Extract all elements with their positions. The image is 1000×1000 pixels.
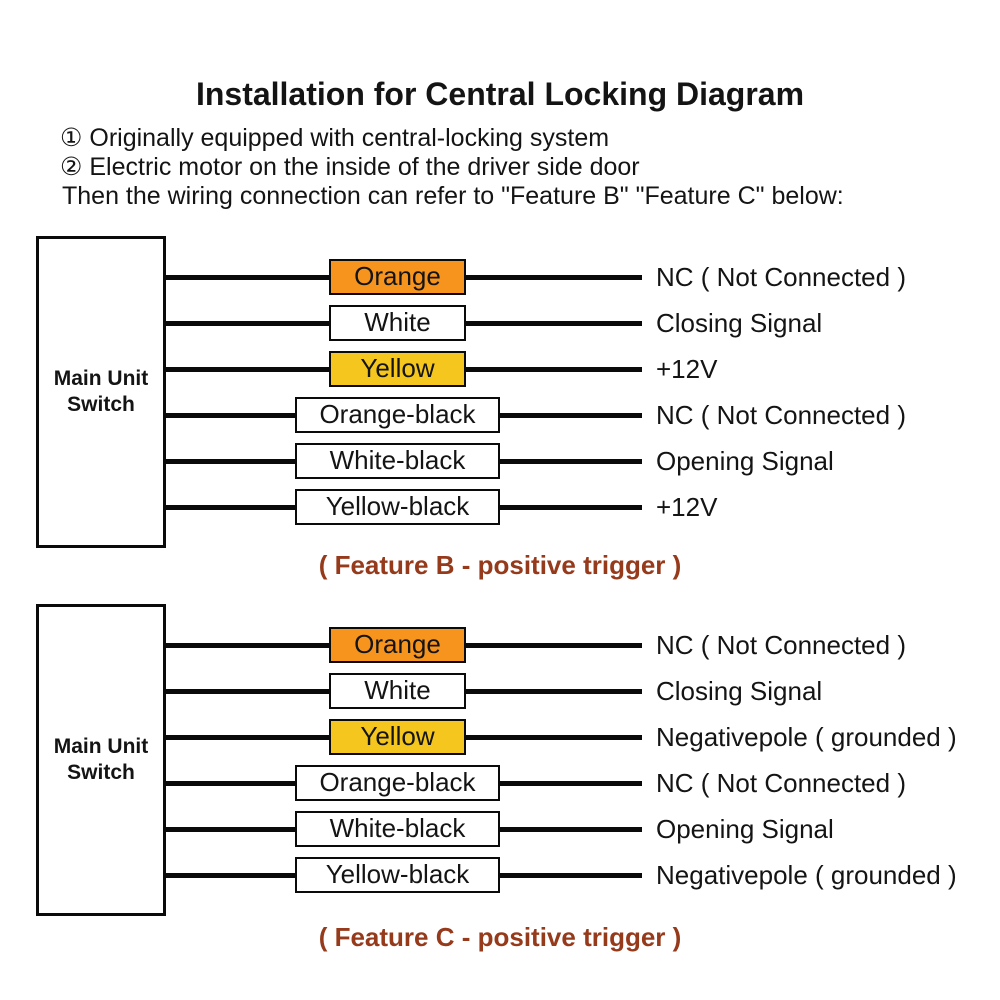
page-title: Installation for Central Locking Diagram <box>195 76 805 112</box>
wire-row-orange-black: Orange-black NC ( Not Connected ) <box>0 392 1000 438</box>
wire-line <box>498 504 642 510</box>
wire-row-yellow: Yellow Negativepole ( grounded ) <box>0 714 1000 760</box>
wire-color-label: White <box>329 305 466 341</box>
wire-line <box>166 826 297 832</box>
wire-line <box>498 780 642 786</box>
wire-line <box>464 734 642 740</box>
signal-description: NC ( Not Connected ) <box>656 262 906 292</box>
signal-description: Opening Signal <box>656 446 834 476</box>
wire-color-label: White <box>329 673 466 709</box>
main-unit-switch-box: Main Unit Switch <box>36 604 166 916</box>
wire-line <box>464 642 642 648</box>
note-1-text: Originally equipped with central-locking… <box>82 124 610 152</box>
wire-color-label: Yellow <box>329 351 466 387</box>
wire-line <box>166 458 297 464</box>
wire-row-orange: Orange NC ( Not Connected ) <box>0 254 1000 300</box>
signal-description: Negativepole ( grounded ) <box>656 860 957 890</box>
main-unit-switch-box: Main Unit Switch <box>36 236 166 548</box>
wire-line <box>166 734 331 740</box>
wire-line <box>464 366 642 372</box>
feature-c-caption: ( Feature C - positive trigger ) <box>318 922 682 952</box>
wire-color-label: White-black <box>295 443 500 479</box>
signal-description: +12V <box>656 354 718 384</box>
wire-line <box>498 826 642 832</box>
wire-row-yellow: Yellow +12V <box>0 346 1000 392</box>
signal-description: NC ( Not Connected ) <box>656 400 906 430</box>
signal-description: NC ( Not Connected ) <box>656 630 906 660</box>
wire-color-label: Orange-black <box>295 765 500 801</box>
wire-line <box>166 872 297 878</box>
intro-line: Then the wiring connection can refer to … <box>62 182 844 210</box>
main-unit-switch-label: Main Unit Switch <box>53 367 149 416</box>
circled-2-bullet: ② <box>60 153 83 181</box>
wire-line <box>464 688 642 694</box>
wire-line <box>166 780 297 786</box>
wire-color-label: Orange <box>329 259 466 295</box>
wire-color-label: Orange-black <box>295 397 500 433</box>
wire-row-white-black: White-black Opening Signal <box>0 438 1000 484</box>
wire-row-yellow-black: Yellow-black Negativepole ( grounded ) <box>0 852 1000 898</box>
feature-b-caption: ( Feature B - positive trigger ) <box>318 550 682 580</box>
wire-line <box>464 320 642 326</box>
wire-line <box>464 274 642 280</box>
wire-color-label: Yellow <box>329 719 466 755</box>
signal-description: NC ( Not Connected ) <box>656 768 906 798</box>
wire-line <box>498 412 642 418</box>
wire-color-label: Yellow-black <box>295 489 500 525</box>
wire-row-white: White Closing Signal <box>0 300 1000 346</box>
wire-line <box>166 504 297 510</box>
wire-color-label: Yellow-black <box>295 857 500 893</box>
main-unit-switch-label: Main Unit Switch <box>53 735 149 784</box>
wire-line <box>166 320 331 326</box>
wire-line <box>166 366 331 372</box>
wire-row-yellow-black: Yellow-black +12V <box>0 484 1000 530</box>
signal-description: Negativepole ( grounded ) <box>656 722 957 752</box>
wire-row-white: White Closing Signal <box>0 668 1000 714</box>
wire-line <box>166 642 331 648</box>
wire-color-label: White-black <box>295 811 500 847</box>
note-line-2: ② Electric motor on the inside of the dr… <box>60 152 640 182</box>
wire-line <box>498 458 642 464</box>
wire-line <box>166 688 331 694</box>
signal-description: Opening Signal <box>656 814 834 844</box>
wire-line <box>166 274 331 280</box>
circled-1-bullet: ① <box>60 124 83 152</box>
wire-line <box>498 872 642 878</box>
signal-description: Closing Signal <box>656 676 823 706</box>
wire-row-orange: Orange NC ( Not Connected ) <box>0 622 1000 668</box>
note-2-text: Electric motor on the inside of the driv… <box>82 153 640 181</box>
wire-row-orange-black: Orange-black NC ( Not Connected ) <box>0 760 1000 806</box>
wire-line <box>166 412 297 418</box>
wire-row-white-black: White-black Opening Signal <box>0 806 1000 852</box>
signal-description: +12V <box>656 492 718 522</box>
note-line-1: ① Originally equipped with central-locki… <box>60 123 609 153</box>
wire-color-label: Orange <box>329 627 466 663</box>
signal-description: Closing Signal <box>656 308 823 338</box>
